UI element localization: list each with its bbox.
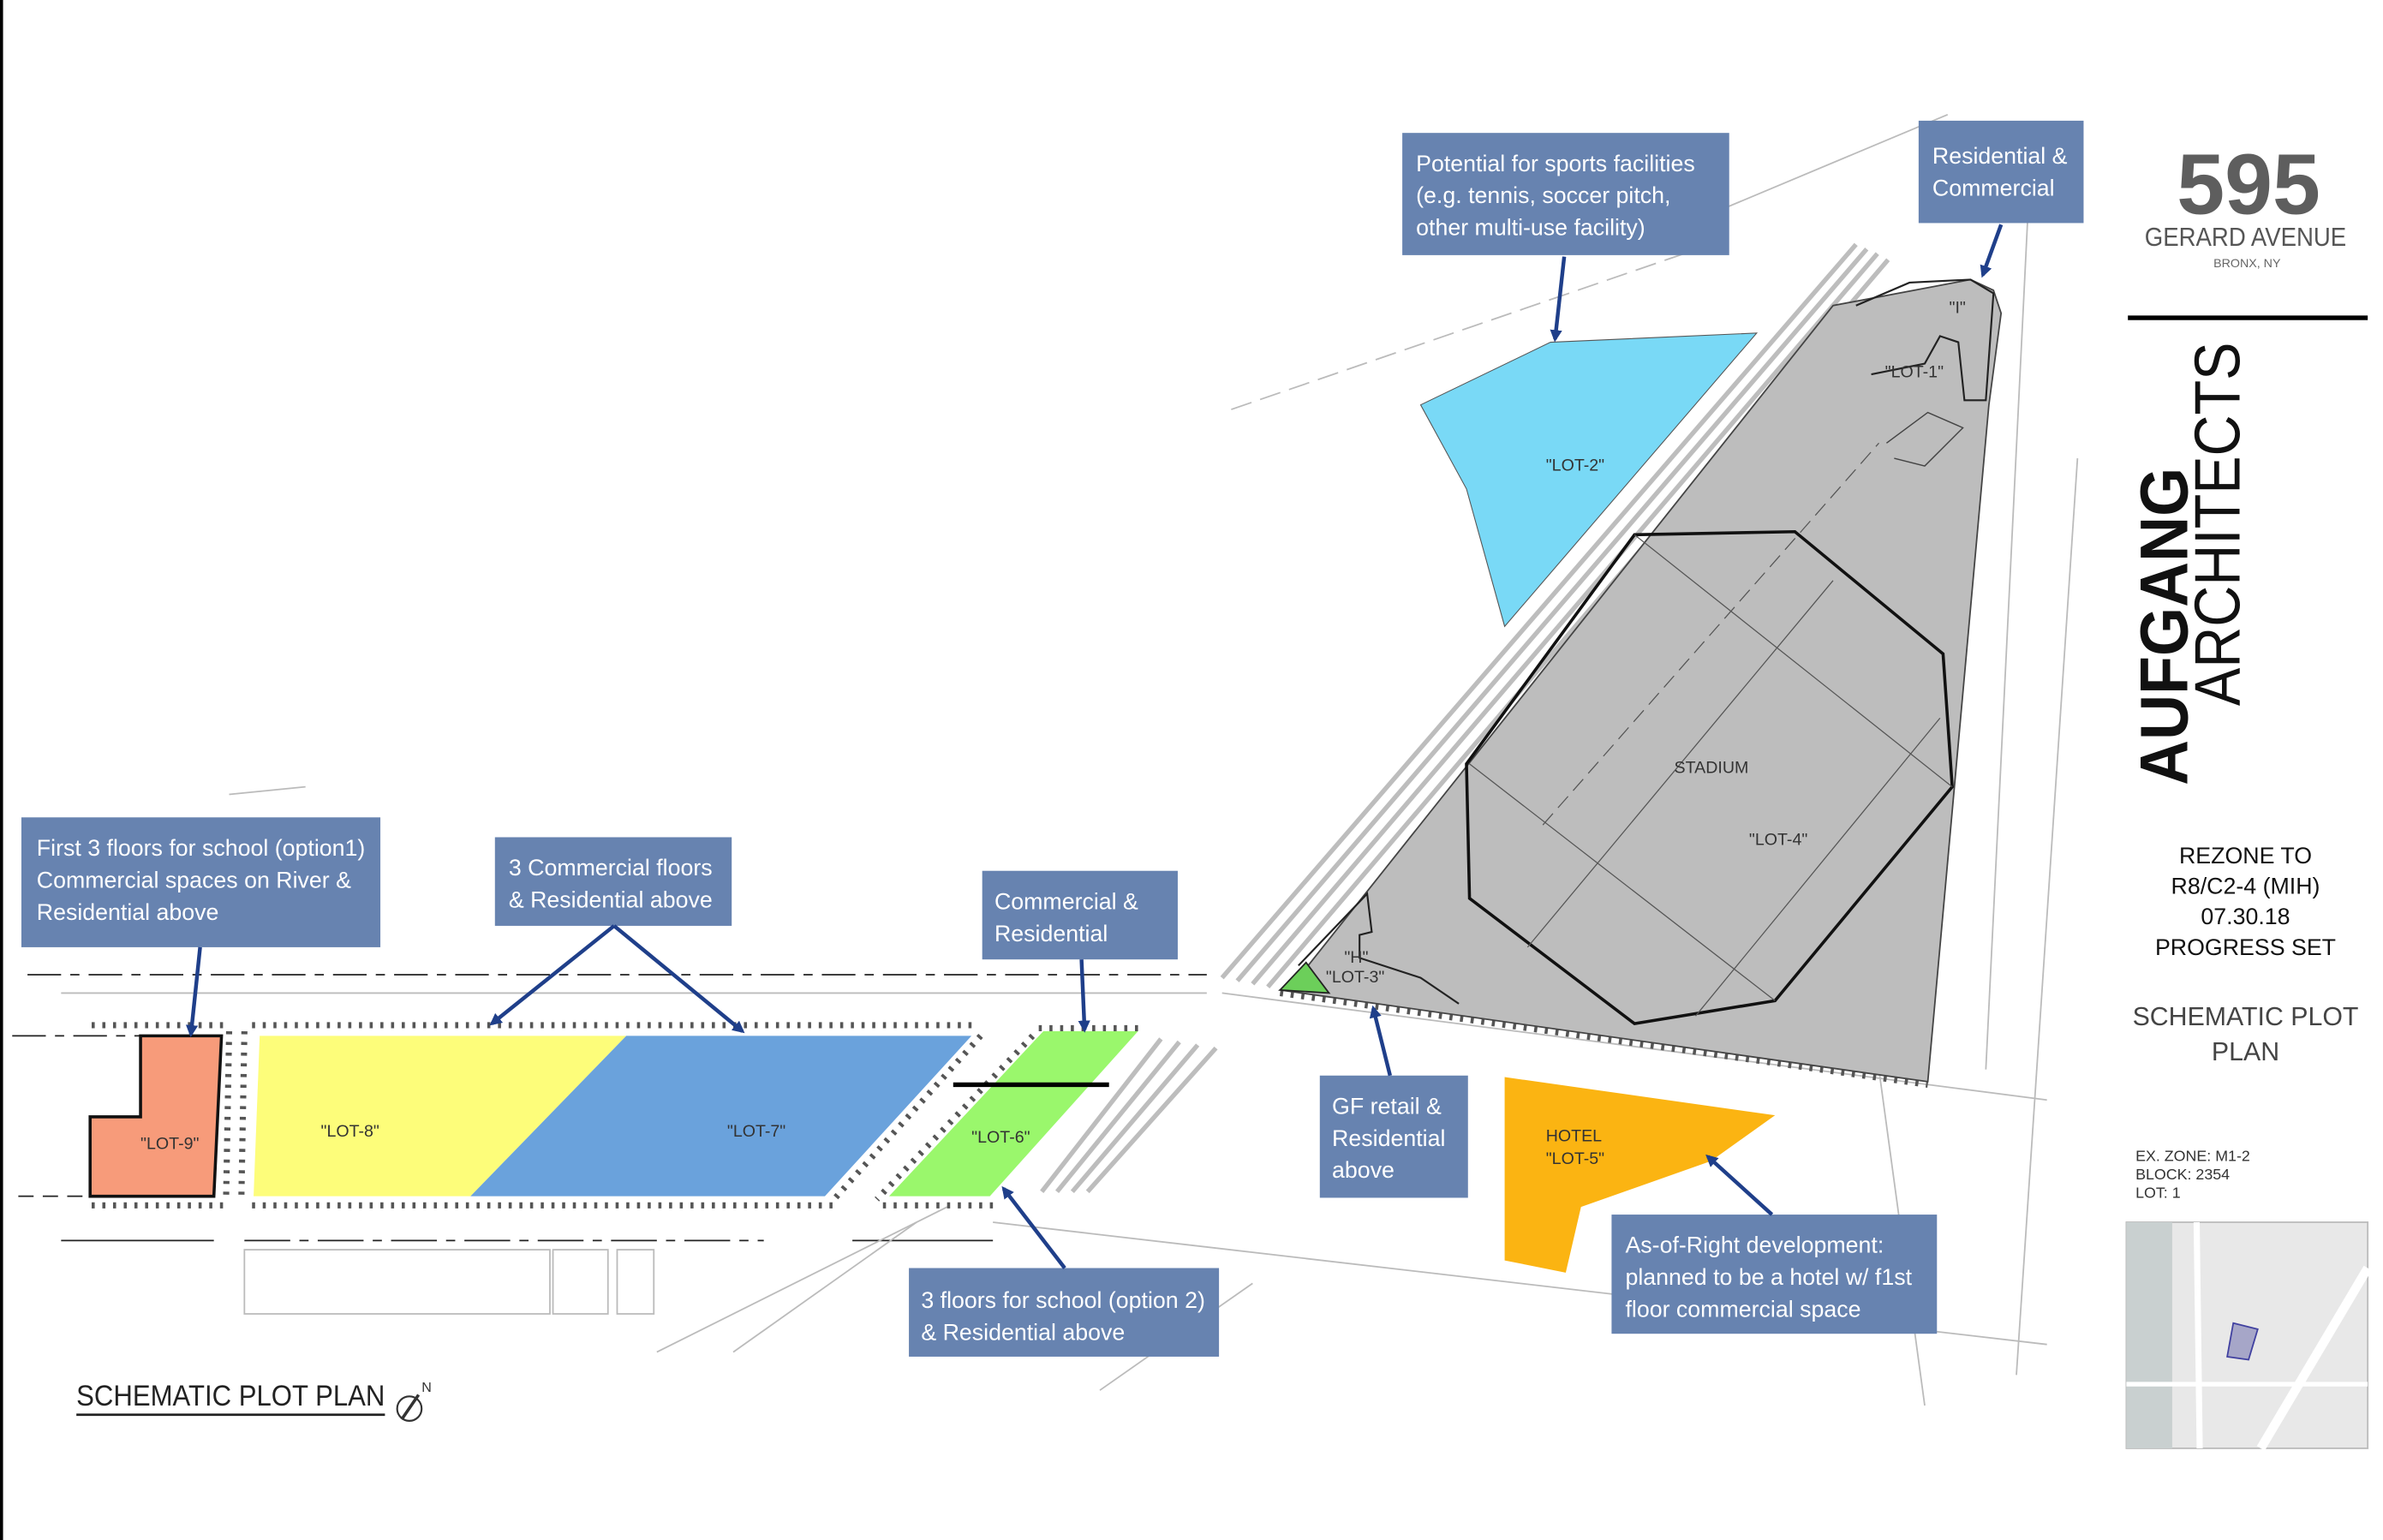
- hotel-label: HOTEL: [1546, 1126, 1602, 1145]
- lot-2-label: "LOT-2": [1546, 456, 1604, 475]
- lot-1-buildings: [1885, 411, 1964, 467]
- lot-8-label: "LOT-8": [321, 1122, 379, 1141]
- svg-text:BLOCK: 2354: BLOCK: 2354: [2135, 1166, 2230, 1183]
- street-lines: [12, 113, 2079, 1406]
- callout-commercial-residential: Commercial & Residential: [982, 870, 1178, 1033]
- lot-7-label: "LOT-7": [727, 1122, 785, 1141]
- curb-lines: [92, 989, 1929, 1209]
- svg-text:REZONE TO: REZONE TO: [2179, 843, 2312, 868]
- svg-text:planned to be a hotel w/ f1st: planned to be a hotel w/ f1st: [1625, 1264, 1912, 1290]
- lot-3-sub-label: "H": [1344, 948, 1368, 967]
- lot-7-parcel[interactable]: [470, 1036, 972, 1197]
- drawing-title: SCHEMATIC PLOT PLAN: [76, 1380, 385, 1412]
- arrow-icon: [185, 946, 202, 1038]
- callout-residential-commercial-top: Residential & Commercial: [1918, 120, 2084, 278]
- svg-text:Commercial &: Commercial &: [994, 888, 1138, 914]
- callout-school-option2: 3 floors for school (option 2) & Residen…: [909, 1185, 1220, 1357]
- svg-text:floor commercial space: floor commercial space: [1625, 1297, 1860, 1322]
- svg-text:3 Commercial floors: 3 Commercial floors: [509, 855, 713, 880]
- arrow-icon: [612, 924, 745, 1034]
- arrow-icon: [489, 924, 616, 1026]
- svg-text:Potential for sports facilitie: Potential for sports facilities: [1416, 151, 1695, 176]
- svg-text:EX. ZONE: M1-2: EX. ZONE: M1-2: [2135, 1148, 2250, 1165]
- svg-text:LOT: 1: LOT: 1: [2135, 1184, 2181, 1201]
- svg-text:Commercial spaces on River &: Commercial spaces on River &: [37, 867, 351, 892]
- arrow-icon: [1705, 1154, 1774, 1216]
- svg-text:PLAN: PLAN: [2212, 1038, 2279, 1066]
- svg-text:Commercial: Commercial: [1932, 175, 2055, 200]
- rail-tracks: [1040, 242, 1890, 1194]
- lot-2-parcel[interactable]: [1419, 332, 1759, 628]
- lot-9-parcel[interactable]: [88, 1034, 224, 1198]
- lot-9-label: "LOT-9": [140, 1134, 199, 1153]
- callout-gf-retail: GF retail & Residential above: [1319, 1005, 1468, 1198]
- title-block: 595 GERARD AVENUE BRONX, NY AUFGANG ARCH…: [2125, 138, 2372, 1451]
- lot-4-label: "LOT-4": [1749, 830, 1807, 849]
- callout-sports-facilities: Potential for sports facilities (e.g. te…: [1402, 133, 1729, 343]
- arrow-icon: [1980, 224, 2004, 278]
- lot-3-outline: [1298, 892, 1460, 1005]
- svg-text:Residential: Residential: [1332, 1125, 1445, 1151]
- svg-text:As-of-Right development:: As-of-Right development:: [1625, 1233, 1884, 1258]
- lot-3-label: "LOT-3": [1326, 968, 1384, 987]
- svg-text:(e.g. tennis, soccer pitch,: (e.g. tennis, soccer pitch,: [1416, 182, 1670, 208]
- svg-text:First 3 floors for school (opt: First 3 floors for school (option1): [37, 835, 366, 861]
- lot-1-label: "LOT-1": [1885, 363, 1944, 382]
- svg-text:3 floors for school (option 2): 3 floors for school (option 2): [921, 1287, 1205, 1313]
- sheet-title: SCHEMATIC PLOT: [2133, 1003, 2359, 1031]
- svg-text:& Residential above: & Residential above: [509, 887, 713, 913]
- arrow-icon: [1078, 959, 1090, 1033]
- project-city: BRONX, NY: [2213, 257, 2281, 271]
- north-arrow-icon: N: [396, 1380, 432, 1422]
- svg-text:Residential &: Residential &: [1932, 143, 2068, 169]
- svg-text:N: N: [421, 1380, 432, 1395]
- svg-text:Residential: Residential: [994, 921, 1108, 946]
- svg-text:GF retail &: GF retail &: [1332, 1093, 1442, 1119]
- svg-text:& Residential above: & Residential above: [921, 1319, 1125, 1345]
- lot-5-label: "LOT-5": [1546, 1149, 1604, 1168]
- arrow-icon: [1550, 256, 1567, 343]
- stadium-label: STADIUM: [1675, 759, 1749, 778]
- lot-5-parcel[interactable]: [1504, 1077, 1776, 1273]
- svg-text:above: above: [1332, 1157, 1395, 1183]
- arrow-icon: [1369, 1005, 1392, 1077]
- lot-1-outline: [1855, 278, 1995, 402]
- lot-3-green-corner[interactable]: [1278, 961, 1331, 994]
- lot-8-parcel[interactable]: [254, 1036, 627, 1197]
- svg-text:Residential above: Residential above: [37, 899, 219, 925]
- firm-logo-light: ARCHITECTS: [2181, 343, 2253, 707]
- callout-school-option1: First 3 floors for school (option1) Comm…: [21, 817, 381, 1038]
- callout-commercial-floors: 3 Commercial floors & Residential above: [489, 837, 745, 1034]
- lot-6-label: "LOT-6": [971, 1128, 1030, 1147]
- lot-4-parcel[interactable]: [1277, 278, 2003, 1083]
- lot-1-sub-label: "I": [1950, 299, 1966, 318]
- svg-text:07.30.18: 07.30.18: [2201, 904, 2290, 929]
- location-map: [2125, 1221, 2372, 1451]
- callout-as-of-right: As-of-Right development: planned to be a…: [1611, 1154, 1938, 1334]
- project-number: 595: [2177, 138, 2320, 233]
- arrow-icon: [1001, 1185, 1066, 1269]
- lot-6-parcel[interactable]: [888, 1031, 1138, 1197]
- project-street: GERARD AVENUE: [2145, 224, 2346, 252]
- stadium-field-lines: [1469, 442, 1953, 1017]
- svg-text:R8/C2-4 (MIH): R8/C2-4 (MIH): [2171, 873, 2320, 898]
- svg-text:PROGRESS SET: PROGRESS SET: [2155, 934, 2336, 960]
- firm-logo-bold: AUFGANG: [2127, 468, 2202, 785]
- svg-text:other multi-use facility): other multi-use facility): [1416, 215, 1645, 241]
